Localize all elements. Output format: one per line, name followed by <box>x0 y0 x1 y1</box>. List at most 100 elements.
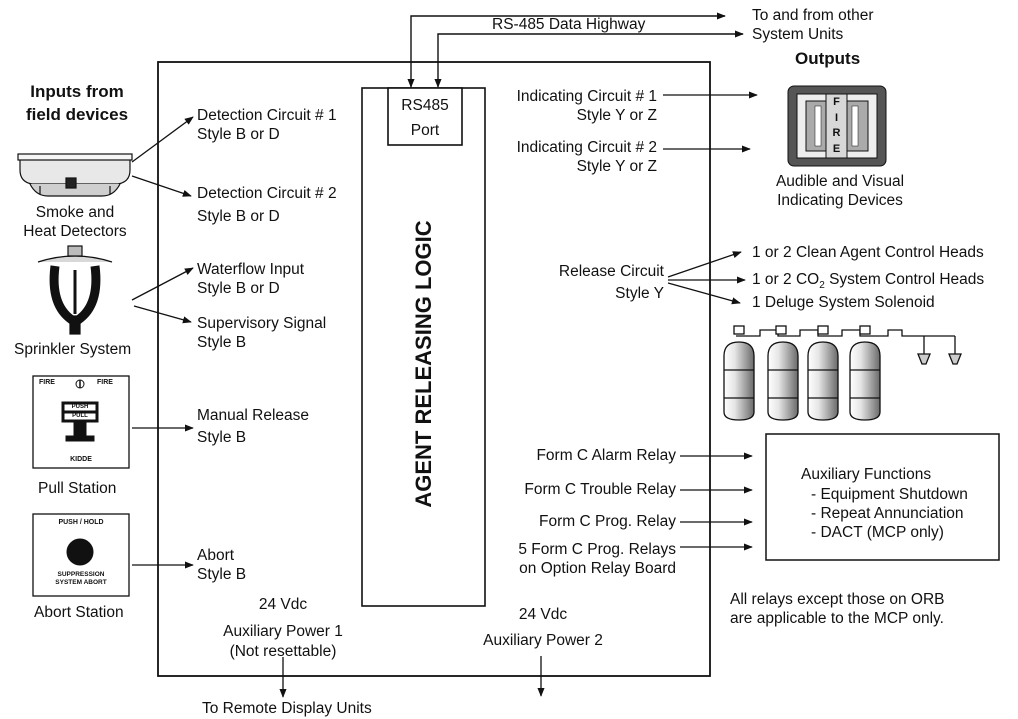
aux-functions-title: Auxiliary Functions <box>801 466 932 483</box>
alarm-relay-label: Form C Alarm Relay <box>536 447 676 464</box>
relay-note-line-1: All relays except those on ORB <box>730 591 945 608</box>
output-arrows <box>663 91 758 551</box>
indicating-devices-line-1: Audible and Visual <box>775 173 905 190</box>
aux-functions-box <box>765 433 1000 561</box>
smoke-detectors-caption: Smoke and Heat Detectors <box>13 203 137 241</box>
ind2-line-2: Style Y or Z <box>576 158 657 175</box>
det1-line-1: Detection Circuit # 1 <box>197 107 337 124</box>
aux-item-dact: - DACT (MCP only) <box>811 524 944 541</box>
aux-power-1-line-2: Auxiliary Power 1 <box>223 623 343 640</box>
prog-relay-label: Form C Prog. Relay <box>539 513 676 530</box>
rs485-port-line-2: Port <box>410 122 440 139</box>
input-arrows <box>131 116 194 569</box>
co2-heads-label: 1 or 2 CO2 System Control Heads <box>752 270 984 295</box>
power-arrows <box>279 656 545 698</box>
remote-display-label: To Remote Display Units <box>202 700 372 717</box>
supervisory-signal-label: Supervisory Signal Style B <box>197 314 326 352</box>
sprinkler-caption: Sprinkler System <box>14 341 132 358</box>
smoke-detector-icon <box>17 153 133 197</box>
detection-circuit-2-label: Detection Circuit # 2 Style B or D <box>197 182 337 228</box>
pull-box-fire-right: FIRE <box>97 379 113 386</box>
abort-box-line-2: SYSTEM ABORT <box>55 579 107 586</box>
release-line-2: Style Y <box>615 285 664 302</box>
aux-power-2-line-1: 24 Vdc <box>518 606 568 623</box>
aux-item-repeat-annunciation: - Repeat Annunciation <box>811 505 964 522</box>
detection-circuit-1-label: Detection Circuit # 1 Style B or D <box>197 106 337 144</box>
horn-letter-i: I <box>834 111 839 124</box>
abort-box-suppression: SUPPRESSION SYSTEM ABORT <box>33 571 129 587</box>
aux-power-2-line-2: Auxiliary Power 2 <box>483 632 603 649</box>
inputs-title-line-2: field devices <box>25 105 129 124</box>
orb-line-2: on Option Relay Board <box>519 560 676 577</box>
ind1-line-2: Style Y or Z <box>576 107 657 124</box>
aux-power-1-line-1: 24 Vdc <box>258 596 308 613</box>
indicating-circuit-2-label: Indicating Circuit # 2 Style Y or Z <box>480 138 657 176</box>
deluge-solenoid-label: 1 Deluge System Solenoid <box>752 294 935 311</box>
sprinkler-icon <box>37 245 113 335</box>
ind2-line-1: Indicating Circuit # 2 <box>516 139 657 156</box>
data-highway-label: RS-485 Data Highway <box>492 16 646 33</box>
relay-note-line-2: are applicable to the MCP only. <box>730 610 944 627</box>
horn-fire-letters: F I R E <box>826 95 847 157</box>
relay-note: All relays except those on ORB are appli… <box>730 590 945 628</box>
release-circuit-label: Release Circuit Style Y <box>520 261 664 305</box>
det1-line-2: Style B or D <box>197 126 280 143</box>
other-units-label-1: To and from other <box>752 7 874 24</box>
abort-station-icon <box>32 513 130 597</box>
pull-box-push: PUSH <box>71 404 89 410</box>
rs485-port-box <box>387 87 463 146</box>
horn-letter-f: F <box>833 96 840 108</box>
orb-relays-label: 5 Form C Prog. Relays on Option Relay Bo… <box>460 540 676 578</box>
indicating-devices-line-2: Indicating Devices <box>777 192 903 209</box>
pull-box-pull: PULL <box>72 413 88 419</box>
waterflow-input-label: Waterflow Input Style B or D <box>197 260 304 298</box>
agent-cylinders-icon <box>723 325 962 421</box>
aux-power-2-label: 24 Vdc Auxiliary Power 2 <box>470 605 616 651</box>
smoke-caption-line-2: Heat Detectors <box>23 223 127 240</box>
supervisory-line-1: Supervisory Signal <box>197 315 327 332</box>
trouble-relay-label: Form C Trouble Relay <box>524 481 676 498</box>
ind1-line-1: Indicating Circuit # 1 <box>516 88 657 105</box>
rs485-port-line-1: RS485 <box>401 97 449 114</box>
agent-releasing-logic-label: AGENT RELEASING LOGIC <box>411 220 436 508</box>
horn-letter-e: E <box>832 142 841 155</box>
manual-release-label: Manual Release Style B <box>197 405 309 449</box>
rs485-port-label: RS485 Port <box>388 93 462 143</box>
manual-line-2: Style B <box>197 429 247 446</box>
inputs-title-line-1: Inputs from <box>30 82 124 101</box>
manual-line-1: Manual Release <box>197 407 310 424</box>
det2-line-2: Style B or D <box>197 208 280 225</box>
aux-power-1-label: 24 Vdc Auxiliary Power 1 (Not resettable… <box>210 595 356 662</box>
aux-item-equipment-shutdown: - Equipment Shutdown <box>811 486 968 503</box>
data-highway-lines <box>407 12 744 88</box>
abort-line-1: Abort <box>197 547 235 564</box>
horn-letter-r: R <box>832 127 841 139</box>
smoke-caption-line-1: Smoke and <box>35 204 115 221</box>
inputs-title: Inputs from field devices <box>8 80 146 126</box>
pull-box-fire-left: FIRE <box>39 379 55 386</box>
orb-line-1: 5 Form C Prog. Relays <box>518 541 676 558</box>
aux-power-1-line-3: (Not resettable) <box>229 643 337 660</box>
abort-box-line-1: SUPPRESSION <box>57 571 105 578</box>
indicating-devices-caption: Audible and Visual Indicating Devices <box>770 172 910 210</box>
abort-box-push-hold: PUSH / HOLD <box>58 519 104 526</box>
pull-station-caption: Pull Station <box>38 480 117 497</box>
abort-line-2: Style B <box>197 566 247 583</box>
co2-label-prefix: 1 or 2 CO <box>752 271 820 288</box>
pull-station-icon <box>32 375 130 469</box>
co2-label-suffix: System Control Heads <box>824 271 985 288</box>
det2-line-1: Detection Circuit # 2 <box>197 185 337 202</box>
waterflow-line-1: Waterflow Input <box>197 261 305 278</box>
abort-circuit-label: Abort Style B <box>197 546 246 584</box>
horn-strobe-icon <box>787 85 887 167</box>
aux-functions-list: - Equipment Shutdown - Repeat Annunciati… <box>811 485 968 542</box>
other-units-label-2: System Units <box>752 26 844 43</box>
co2-label-subscript: 2 <box>819 280 825 292</box>
clean-agent-heads-label: 1 or 2 Clean Agent Control Heads <box>752 244 984 261</box>
outputs-title: Outputs <box>795 49 861 68</box>
indicating-circuit-1-label: Indicating Circuit # 1 Style Y or Z <box>480 87 657 125</box>
release-line-1: Release Circuit <box>558 263 664 280</box>
supervisory-line-2: Style B <box>197 334 247 351</box>
abort-station-caption: Abort Station <box>34 604 124 621</box>
